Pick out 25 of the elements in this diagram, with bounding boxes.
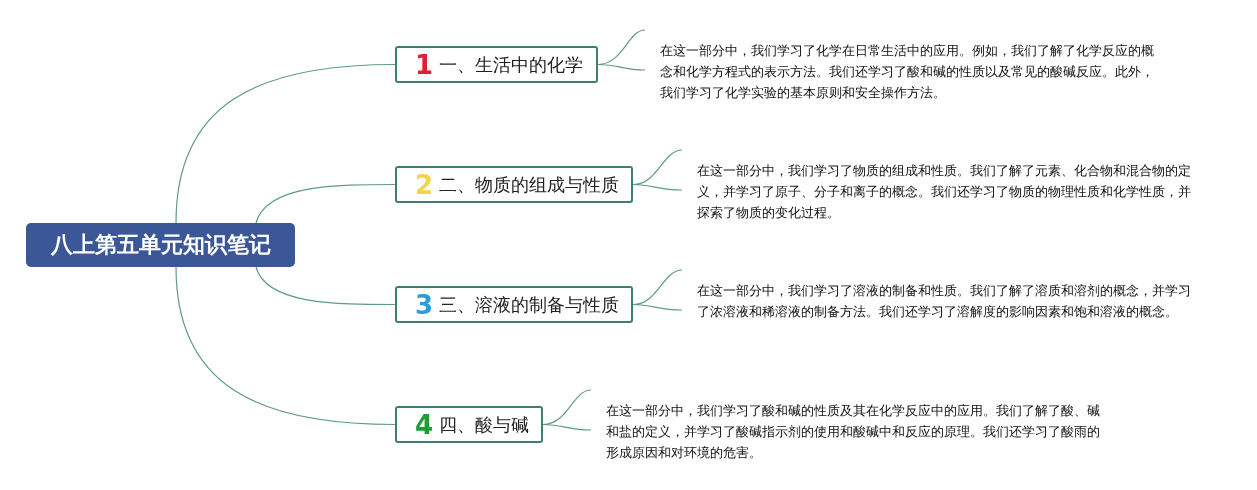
connector-line bbox=[175, 266, 396, 426]
connector-line bbox=[542, 389, 592, 431]
note-text: 在这一部分中，我们学习了溶液的制备和性质。我们了解了溶质和溶剂的概念，并学习了浓溶液和稀溶液的制备方法。我们还学习了溶解度的影响因素和饱和溶液的概念。 bbox=[682, 280, 1197, 322]
connector-line bbox=[632, 269, 683, 311]
note-text: 在这一部分中，我们学习了化学在日常生活中的应用。例如，我们了解了化学反应的概念和化学方程式的表示方法。我们还学习了酸和碱的性质以及常见的酸碱反应。此外，我们学习了化学实验的基本原则和安全操作方法。 bbox=[645, 40, 1165, 103]
topic-box bbox=[395, 166, 633, 203]
topic-title: 四、酸与碱 bbox=[439, 412, 530, 437]
topic-box bbox=[395, 406, 543, 443]
connector-line bbox=[255, 266, 396, 306]
root-box: 八上第五单元知识笔记 bbox=[26, 223, 295, 267]
connector-line bbox=[632, 149, 683, 191]
note-text: 在这一部分中，我们学习了酸和碱的性质及其在化学反应中的应用。我们了解了酸、碱和盐的定义，并学习了酸碱指示剂的使用和酸碱中和反应的原理。我们还学习了酸雨的形成原因和对环境的危害。 bbox=[591, 400, 1106, 463]
topic-title: 一、生活中的化学 bbox=[439, 52, 584, 77]
note-text: 在这一部分中，我们学习了物质的组成和性质。我们了解了元素、化合物和混合物的定义，并学习了原子、分子和离子的概念。我们还学习了物质的物理性质和化学性质，并探索了物质的变化过程。 bbox=[682, 160, 1197, 223]
topic-title: 二、物质的组成与性质 bbox=[439, 172, 620, 197]
number-label: 1 bbox=[415, 49, 434, 80]
connector-line bbox=[597, 29, 646, 71]
number-label: 2 bbox=[415, 169, 434, 200]
number-label: 3 bbox=[415, 289, 434, 320]
number-label: 4 bbox=[415, 409, 434, 440]
connector-line bbox=[255, 183, 396, 224]
topic-box bbox=[395, 286, 633, 323]
connector-line bbox=[175, 63, 396, 224]
topic-title: 三、溶液的制备与性质 bbox=[439, 292, 620, 317]
topic-box bbox=[395, 46, 598, 83]
